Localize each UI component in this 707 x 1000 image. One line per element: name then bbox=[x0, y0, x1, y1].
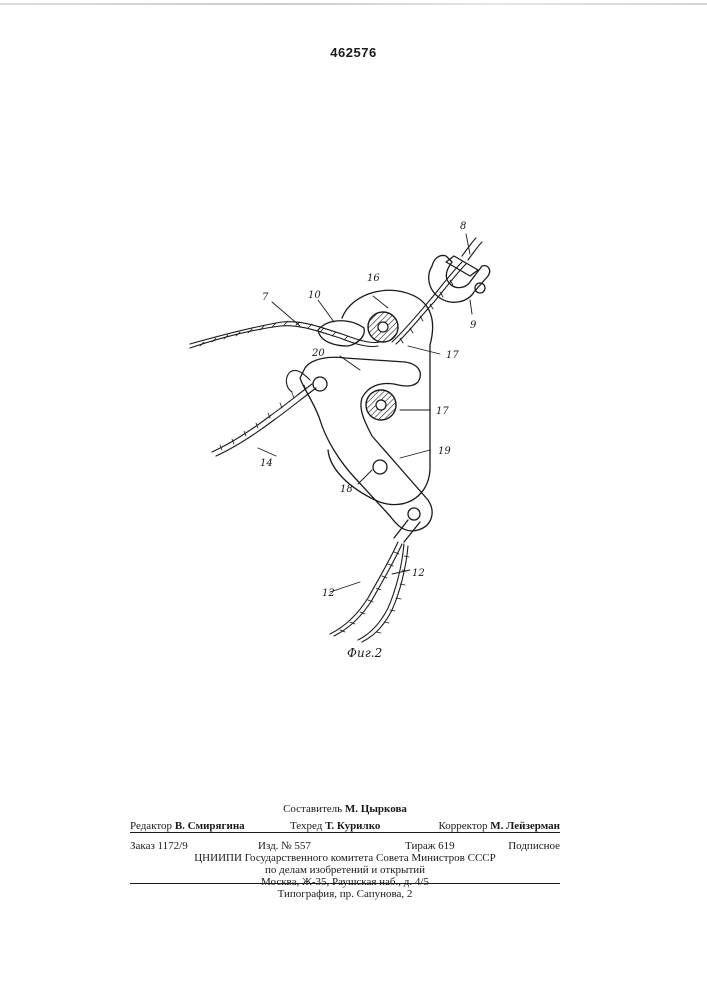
editor-block: Редактор В. Смирягина bbox=[130, 820, 245, 832]
label-12-right: 12 bbox=[412, 568, 425, 579]
separator-top bbox=[130, 832, 560, 833]
pulley-upper bbox=[368, 312, 398, 342]
figure-caption: Фиг.2 bbox=[347, 646, 382, 660]
printer-line: Типография, пр. Сапунова, 2 bbox=[130, 888, 560, 902]
lever-arm bbox=[300, 357, 432, 531]
rope-14-twist bbox=[220, 385, 306, 450]
label-17-upper: 17 bbox=[446, 350, 459, 361]
label-8: 8 bbox=[460, 221, 466, 232]
edition-number: Изд. № 557 bbox=[258, 840, 311, 852]
org-line-1: ЦНИИПИ Государственного комитета Совета … bbox=[130, 852, 560, 864]
pulley-lower bbox=[366, 390, 396, 420]
order-number: Заказ 1172/9 bbox=[130, 840, 188, 852]
label-14: 14 bbox=[260, 458, 273, 469]
corrector-block: Корректор М. Лейзерман bbox=[438, 820, 560, 832]
subscription: Подписное bbox=[508, 840, 560, 852]
pivot-hole-18 bbox=[373, 460, 387, 474]
techred-block: Техред Т. Курилко bbox=[290, 820, 380, 832]
label-10: 10 bbox=[308, 290, 321, 301]
rope-8-tail bbox=[462, 238, 482, 260]
corrector-name: М. Лейзерман bbox=[490, 820, 560, 832]
techred-role: Техред bbox=[290, 820, 322, 832]
rope-12-right bbox=[358, 544, 408, 642]
label-19: 19 bbox=[438, 446, 451, 457]
separator-bottom bbox=[130, 883, 560, 884]
rope-14 bbox=[212, 384, 316, 456]
label-12-left: 12 bbox=[322, 588, 335, 599]
rope-12-left bbox=[330, 542, 402, 636]
org-line-2: по делам изобретений и открытий bbox=[130, 864, 560, 876]
editor-role: Редактор bbox=[130, 820, 172, 832]
label-16: 16 bbox=[367, 273, 380, 284]
label-20: 20 bbox=[311, 348, 325, 359]
techred-name: Т. Курилко bbox=[325, 820, 380, 832]
rope-12-left-twist bbox=[340, 552, 399, 632]
rope-7-twist bbox=[200, 321, 360, 346]
print-run: Тираж 619 bbox=[405, 840, 455, 852]
compiler-role: Составитель bbox=[283, 803, 342, 815]
shackle-pin bbox=[446, 256, 478, 276]
rope-7 bbox=[190, 322, 380, 348]
label-17-lower: 17 bbox=[436, 406, 449, 417]
label-9: 9 bbox=[470, 320, 477, 331]
shackle-9 bbox=[429, 255, 490, 302]
corrector-role: Корректор bbox=[438, 820, 487, 832]
link-pivot bbox=[408, 508, 420, 520]
address-line: Москва, Ж-35, Раушская наб., д. 4/5 bbox=[130, 876, 560, 888]
compiler-name: М. Цыркова bbox=[345, 803, 407, 815]
editor-name: В. Смирягина bbox=[175, 820, 245, 832]
compiler-line: Составитель М. Цыркова bbox=[130, 803, 560, 815]
rope-12-right-twist bbox=[376, 556, 409, 633]
label-18: 18 bbox=[340, 484, 353, 495]
rope-8-twist bbox=[400, 280, 453, 343]
label-7: 7 bbox=[262, 292, 269, 303]
